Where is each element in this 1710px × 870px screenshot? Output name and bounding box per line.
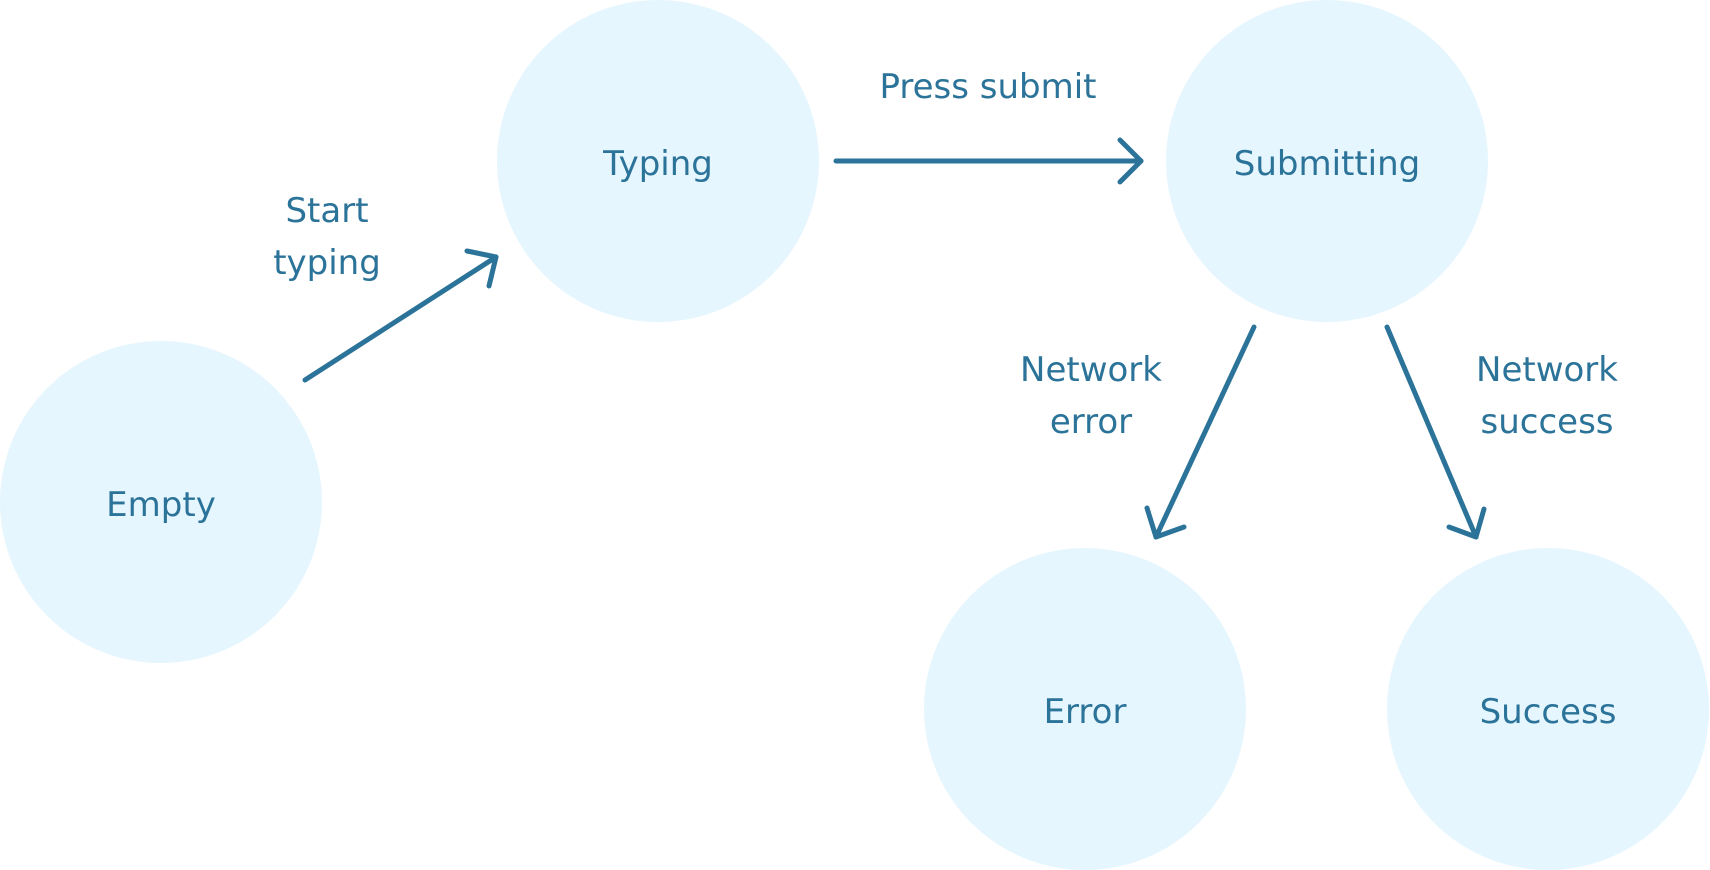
node-submitting-label: Submitting: [1233, 144, 1421, 184]
node-error-circle: [924, 548, 1246, 870]
arrow-submitting-to-error: [1144, 324, 1257, 540]
node-submitting-circle: [1166, 0, 1488, 322]
edge-label-start-typing: Start typing: [273, 185, 381, 289]
edge-label-line: typing: [273, 243, 381, 283]
node-empty-label: Empty: [106, 485, 216, 525]
node-success-label: Success: [1479, 692, 1617, 732]
edge-label-press-submit: Press submit: [879, 61, 1096, 113]
edge-label-line: Network: [1476, 350, 1618, 390]
node-success-circle: [1387, 548, 1709, 870]
edge-label-line: Start: [285, 191, 369, 231]
edge-label-line: Network: [1020, 350, 1162, 390]
node-empty-circle: [0, 341, 322, 663]
edge-label-network-success: Network success: [1476, 344, 1618, 448]
arrow-typing-to-submitting: [833, 137, 1144, 185]
arrow-submitting-to-success: [1384, 324, 1487, 540]
edge-label-line: success: [1480, 402, 1614, 442]
edge-label-line: error: [1049, 402, 1133, 442]
edge-label-line: Press submit: [879, 67, 1097, 107]
arrow-empty-to-typing: [302, 248, 499, 383]
node-typing-circle: [497, 0, 819, 322]
edge-label-network-error: Network error: [1020, 344, 1162, 448]
node-typing-label: Typing: [603, 144, 713, 184]
node-error-label: Error: [1043, 692, 1127, 732]
